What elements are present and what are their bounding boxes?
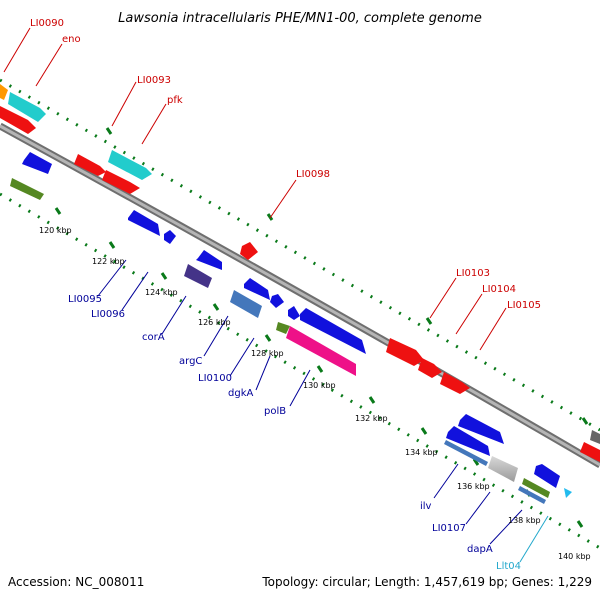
gene-label-LI0098[interactable]: LI0098 — [296, 169, 330, 180]
tick-label-120: 120 kbp — [39, 226, 72, 235]
gene-arrow[interactable] — [0, 84, 8, 100]
gene-arrow-LI0107[interactable] — [488, 456, 518, 482]
gene-arrow-dapA[interactable] — [518, 486, 546, 504]
tick-label-136: 136 kbp — [457, 482, 490, 491]
top-strand-genes — [0, 84, 600, 462]
gene-arrow-ilv-steel[interactable] — [444, 440, 488, 466]
tick-label-140: 140 kbp — [558, 552, 591, 561]
gene-label-dapA[interactable]: dapA — [467, 544, 493, 555]
gene-arrow-corA[interactable] — [196, 250, 222, 270]
gene-label-LI0107[interactable]: LI0107 — [432, 523, 466, 534]
genome-backbone-inner — [0, 124, 600, 467]
gene-label-LI0093[interactable]: LI0093 — [137, 75, 171, 86]
gene-arrow-small-blue[interactable] — [288, 306, 300, 320]
gene-arrow-LI0095[interactable] — [128, 210, 160, 236]
gene-arrow-polB[interactable] — [286, 326, 356, 376]
gene-arrow-eno[interactable] — [8, 92, 46, 122]
gene-arrow-argC[interactable] — [184, 264, 212, 288]
tick-label-126: 126 kbp — [198, 318, 231, 327]
gene-label-LI0100[interactable]: LI0100 — [198, 373, 232, 384]
gene-label-corA[interactable]: corA — [142, 332, 165, 343]
gene-arrow-green[interactable] — [10, 178, 44, 200]
leader-lines — [3, 27, 549, 563]
tick-label-124: 124 kbp — [145, 288, 178, 297]
gene-arrow-LI0103[interactable] — [386, 338, 424, 366]
inner-tick-track — [0, 192, 600, 550]
outer-tick-track — [0, 78, 600, 432]
gene-label-LI0103[interactable]: LI0103 — [456, 268, 490, 279]
gene-arrow-pfk[interactable] — [108, 150, 152, 180]
tick-label-138: 138 kbp — [508, 516, 541, 525]
gene-arrow-LI0090[interactable] — [0, 106, 36, 134]
gene-arrow-edge-gray[interactable] — [590, 430, 600, 444]
tick-label-134: 134 kbp — [405, 448, 438, 457]
gene-label-LI0105[interactable]: LI0105 — [507, 300, 541, 311]
gene-label-Llt04[interactable]: Llt04 — [496, 561, 521, 572]
gene-label-LI0104[interactable]: LI0104 — [482, 284, 516, 295]
bottom-strand-genes — [10, 152, 572, 504]
gene-arrow-LI0105[interactable] — [440, 372, 470, 394]
tick-label-122: 122 kbp — [92, 257, 125, 266]
gene-arrow-dgkA[interactable] — [270, 294, 284, 308]
gene-arrow-Llt04[interactable] — [564, 488, 572, 498]
gene-label-argC[interactable]: argC — [179, 356, 202, 367]
gene-arrow-polB-blue[interactable] — [300, 308, 366, 354]
gene-arrow-olive[interactable] — [276, 322, 290, 334]
gene-arrow-edge[interactable] — [580, 442, 600, 462]
gene-label-LI0095[interactable]: LI0095 — [68, 294, 102, 305]
gene-label-ilv[interactable]: ilv — [420, 501, 432, 512]
gene-label-dgkA[interactable]: dgkA — [228, 388, 253, 399]
gene-label-pfk[interactable]: pfk — [167, 95, 183, 106]
topology-text: Topology: circular; Length: 1,457,619 bp… — [261, 575, 592, 589]
gene-arrow-LI0096[interactable] — [164, 230, 176, 244]
gene-arrow-blue[interactable] — [534, 464, 560, 488]
gene-arrow-red[interactable] — [102, 170, 140, 194]
gene-arrow-dapA-green[interactable] — [522, 478, 550, 498]
gene-arrow-LI0093[interactable] — [74, 154, 106, 176]
gene-arrow-ilv[interactable] — [446, 426, 490, 456]
tick-label-132: 132 kbp — [355, 414, 388, 423]
tick-label-128: 128 kbp — [251, 349, 284, 358]
gene-label-eno[interactable]: eno — [62, 34, 81, 45]
gene-arrow-blue-steel[interactable] — [230, 290, 262, 318]
map-title: Lawsonia intracellularis PHE/MN1-00, com… — [118, 11, 482, 26]
gene-arrow[interactable] — [22, 152, 52, 174]
gene-label-LI0096[interactable]: LI0096 — [91, 309, 125, 320]
accession-text: Accession: NC_008011 — [8, 575, 144, 589]
tick-label-130: 130 kbp — [303, 381, 336, 390]
gene-label-polB[interactable]: polB — [264, 406, 286, 417]
gene-arrow-LI0104[interactable] — [418, 358, 442, 378]
gene-arrow-LI0100[interactable] — [244, 278, 270, 300]
gene-arrow-ilv-top[interactable] — [458, 414, 504, 444]
gene-label-LI0090[interactable]: LI0090 — [30, 18, 64, 29]
gene-arrow-LI0098[interactable] — [240, 242, 258, 260]
